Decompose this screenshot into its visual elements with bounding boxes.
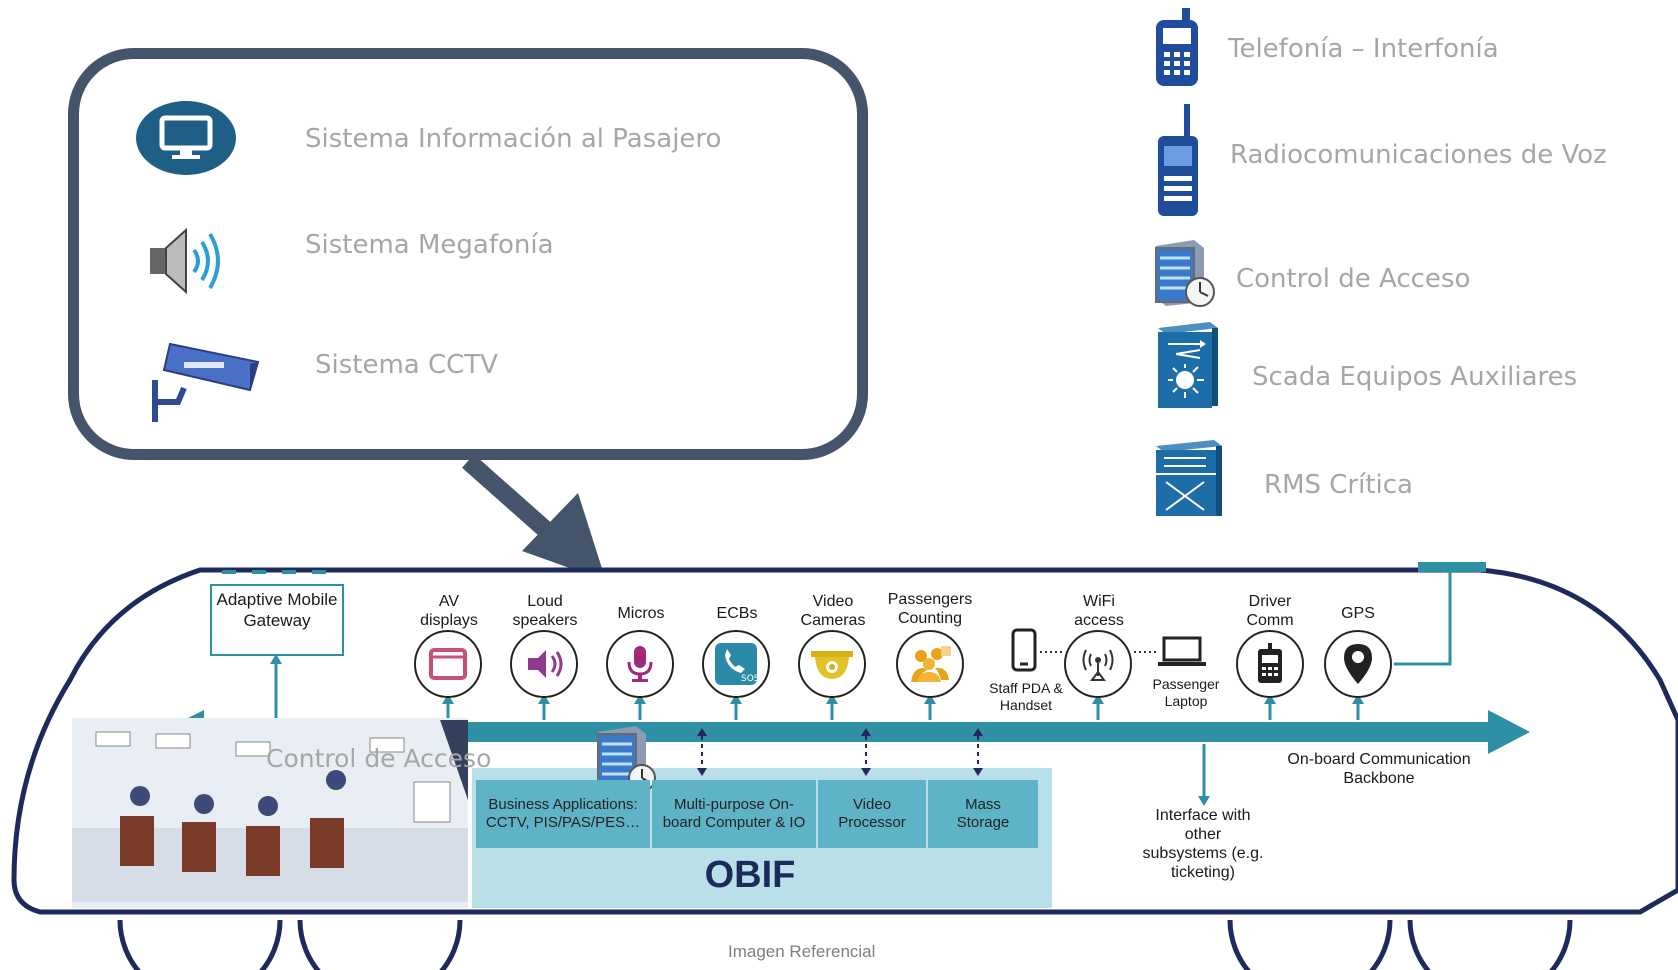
- obif-box-computer: Multi-purpose On-board Computer & IO: [652, 780, 816, 848]
- device-label-counting: Passengers Counting: [887, 591, 973, 627]
- sos-phone-icon: SOS: [702, 630, 770, 698]
- staff-pda-label: Staff PDA & Handset: [989, 680, 1063, 713]
- legend-label-radio: Radiocomunicaciones de Voz: [1230, 140, 1607, 170]
- passenger-laptop-icon: [1158, 636, 1206, 668]
- device-label-driver: Driver Comm: [1246, 593, 1294, 629]
- adaptive-mobile-gateway: Adaptive Mobile Gateway: [210, 584, 344, 656]
- svg-text:SOS: SOS: [741, 674, 759, 684]
- legend-label-telephony: Telefonía – Interfonía: [1228, 34, 1499, 64]
- scada-switch-icon: [1152, 320, 1220, 410]
- backbone-label: On-board Communication Backbone: [1287, 751, 1471, 787]
- access-server-icon: [1150, 236, 1218, 308]
- callout-label-pis: Sistema Información al Pasajero: [305, 124, 722, 154]
- obif-box-video: Video Processor: [818, 780, 926, 848]
- device-label-micros: Micros: [617, 605, 665, 622]
- device-label-av: AV displays: [420, 593, 478, 629]
- people-icon: [896, 630, 964, 698]
- device-label-ecbs: ECBs: [716, 605, 758, 622]
- monitor-icon: [134, 100, 238, 176]
- legend-label-scada: Scada Equipos Auxiliares: [1252, 362, 1578, 392]
- rms-switch-icon: [1152, 438, 1224, 518]
- device-label-gps: GPS: [1341, 605, 1375, 622]
- obif-box-business: Business Applications: CCTV, PIS/PAS/PES…: [476, 780, 650, 848]
- dome-camera-icon: [798, 630, 866, 698]
- callout-label-cctv: Sistema CCTV: [315, 350, 498, 380]
- microphone-icon: [606, 630, 674, 698]
- legend-label-access: Control de Acceso: [1236, 264, 1471, 294]
- gps-pin-icon: [1324, 630, 1392, 698]
- callout-label-pa: Sistema Megafonía: [305, 230, 554, 260]
- access-control-overlay-label: Control de Acceso: [266, 744, 492, 773]
- speaker-icon: [510, 630, 578, 698]
- cctv-camera-icon: [150, 340, 260, 424]
- legend-label-rms: RMS Crítica: [1264, 470, 1413, 500]
- wifi-icon: [1064, 630, 1132, 698]
- intercom-phone-icon: [1148, 6, 1204, 88]
- desk-phone-icon: [1236, 630, 1304, 698]
- device-label-cameras: Video Cameras: [800, 593, 866, 629]
- device-label-wifi: WiFi access: [1074, 593, 1124, 629]
- callout-pointer-arrow: [460, 454, 610, 585]
- interface-label: Interface with other subsystems (e.g. ti…: [1142, 807, 1264, 881]
- display-icon: [414, 630, 482, 698]
- obif-title: OBIF: [704, 854, 796, 896]
- obif-box-storage: Mass Storage: [928, 780, 1038, 848]
- footer-caption: Imagen Referencial: [728, 942, 876, 961]
- speaker-icon: [148, 224, 228, 298]
- passenger-laptop-label: Passenger Laptop: [1152, 676, 1220, 709]
- staff-pda-icon: [1010, 628, 1038, 672]
- device-label-speakers: Loud speakers: [512, 593, 578, 629]
- radio-icon: [1150, 102, 1204, 218]
